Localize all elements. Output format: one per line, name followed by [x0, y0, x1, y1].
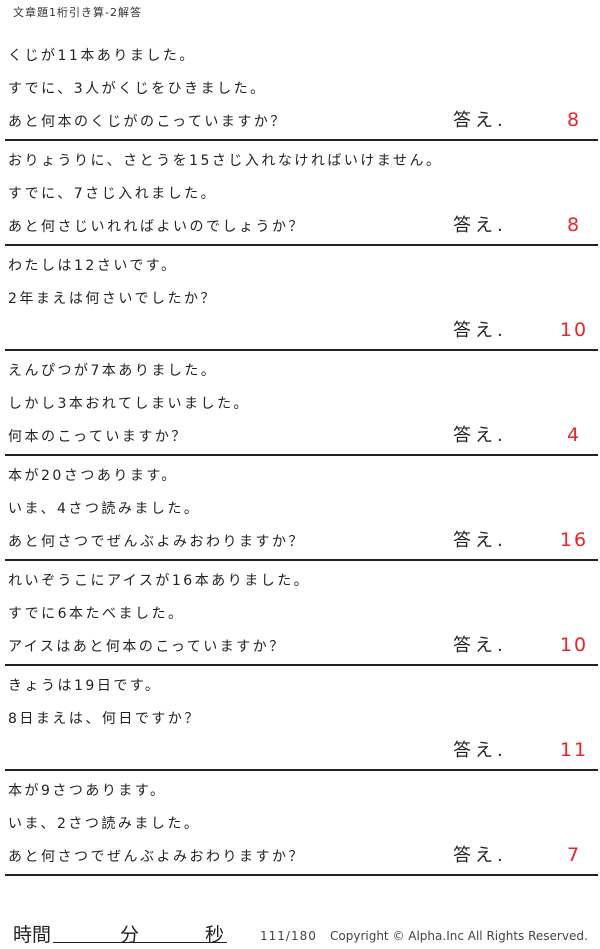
answer-value: 4	[566, 424, 582, 446]
answer: 答え. 4	[453, 419, 595, 452]
worksheet-title: 文章題1桁引き算-2解答	[13, 6, 142, 19]
problem-line: すでに、7さじ入れました。	[8, 186, 218, 202]
problem-line: いま、4さつ読みました。	[8, 501, 201, 517]
problem-line: くじが11本ありました。	[8, 48, 196, 64]
problem-block: わたしは12さいです。 2年まえは何さいでしたか？ 答え. 10	[5, 246, 598, 351]
problem-block: 本が9さつあります。いま、2さつ読みました。あと何さつでぜんぶよみおわりますか？…	[5, 771, 598, 876]
answer-label: 答え.	[453, 635, 507, 656]
problem-line: れいぞうこにアイスが16本ありました。	[8, 573, 311, 589]
problem-line: えんぴつが7本ありました。	[8, 363, 218, 379]
answer-value: 11	[559, 739, 589, 761]
answer-value: 10	[559, 319, 589, 341]
problem-line: 8日まえは、何日ですか？	[8, 711, 201, 727]
answer-value: 8	[566, 109, 582, 131]
answer-label: 答え.	[453, 845, 507, 866]
answer-label: 答え.	[453, 425, 507, 446]
problem-list: くじが11本ありました。すでに、3人がくじをひきました。あと何本のくじがのこって…	[5, 36, 598, 876]
footer: 時間 分 秒 111/180 Copyright © Alpha.Inc All…	[0, 918, 600, 948]
answer: 答え. 11	[453, 734, 595, 767]
answer-value: 16	[559, 529, 589, 551]
problem-line: アイスはあと何本のこっていますか？	[8, 639, 286, 655]
answer-label: 答え.	[453, 530, 507, 551]
problem-line: 本が20さつあります。	[8, 468, 178, 484]
problem-block: きょうは19日です。 8日まえは、何日ですか？ 答え. 11	[5, 666, 598, 771]
problem-line: 何本のこっていますか？	[8, 429, 188, 445]
problem-block: れいぞうこにアイスが16本ありました。すでに6本たべました。アイスはあと何本のこ…	[5, 561, 598, 666]
problem-block: おりょうりに、さとうを15さじ入れなければいけません。すでに、7さじ入れました。…	[5, 141, 598, 246]
answer-label: 答え.	[453, 320, 507, 341]
problem-line: きょうは19日です。	[8, 678, 162, 694]
answer: 答え. 7	[453, 839, 595, 872]
page-number: 111/180	[260, 929, 317, 943]
problem-line: 2年まえは何さいでしたか？	[8, 291, 217, 307]
answer: 答え. 8	[453, 209, 595, 242]
copyright: Copyright © Alpha.Inc All Rights Reserve…	[330, 929, 588, 943]
minutes-label: 分	[120, 924, 140, 946]
answer-label: 答え.	[453, 740, 507, 761]
problem-line: わたしは12さいです。	[8, 258, 178, 274]
answer-value: 7	[566, 844, 582, 866]
answer-label: 答え.	[453, 110, 507, 131]
problem-line: しかし3本おれてしまいました。	[8, 396, 250, 412]
answer-label: 答え.	[453, 215, 507, 236]
problem-line: すでに、3人がくじをひきました。	[8, 81, 267, 97]
answer: 答え. 10	[453, 629, 595, 662]
answer: 答え. 10	[453, 314, 595, 347]
problem-line: あと何本のくじがのこっていますか？	[8, 114, 287, 130]
problem-line: あと何さじいれればよいのでしょうか？	[8, 219, 305, 235]
answer: 答え. 8	[453, 104, 595, 137]
problem-line: いま、2さつ読みました。	[8, 816, 201, 832]
problem-line: 本が9さつあります。	[8, 783, 167, 799]
problem-block: えんぴつが7本ありました。しかし3本おれてしまいました。何本のこっていますか？ 答…	[5, 351, 598, 456]
answer-value: 8	[566, 214, 582, 236]
time-entry-line	[53, 942, 227, 943]
problem-line: おりょうりに、さとうを15さじ入れなければいけません。	[8, 153, 443, 169]
answer: 答え. 16	[453, 524, 595, 557]
answer-value: 10	[559, 634, 589, 656]
problem-line: すでに6本たべました。	[8, 606, 185, 622]
problem-block: くじが11本ありました。すでに、3人がくじをひきました。あと何本のくじがのこって…	[5, 36, 598, 141]
problem-line: あと何さつでぜんぶよみおわりますか？	[8, 534, 305, 550]
seconds-label: 秒	[205, 924, 225, 946]
problem-block: 本が20さつあります。いま、4さつ読みました。あと何さつでぜんぶよみおわりますか…	[5, 456, 598, 561]
problem-line: あと何さつでぜんぶよみおわりますか？	[8, 849, 305, 865]
time-label: 時間	[13, 924, 52, 946]
